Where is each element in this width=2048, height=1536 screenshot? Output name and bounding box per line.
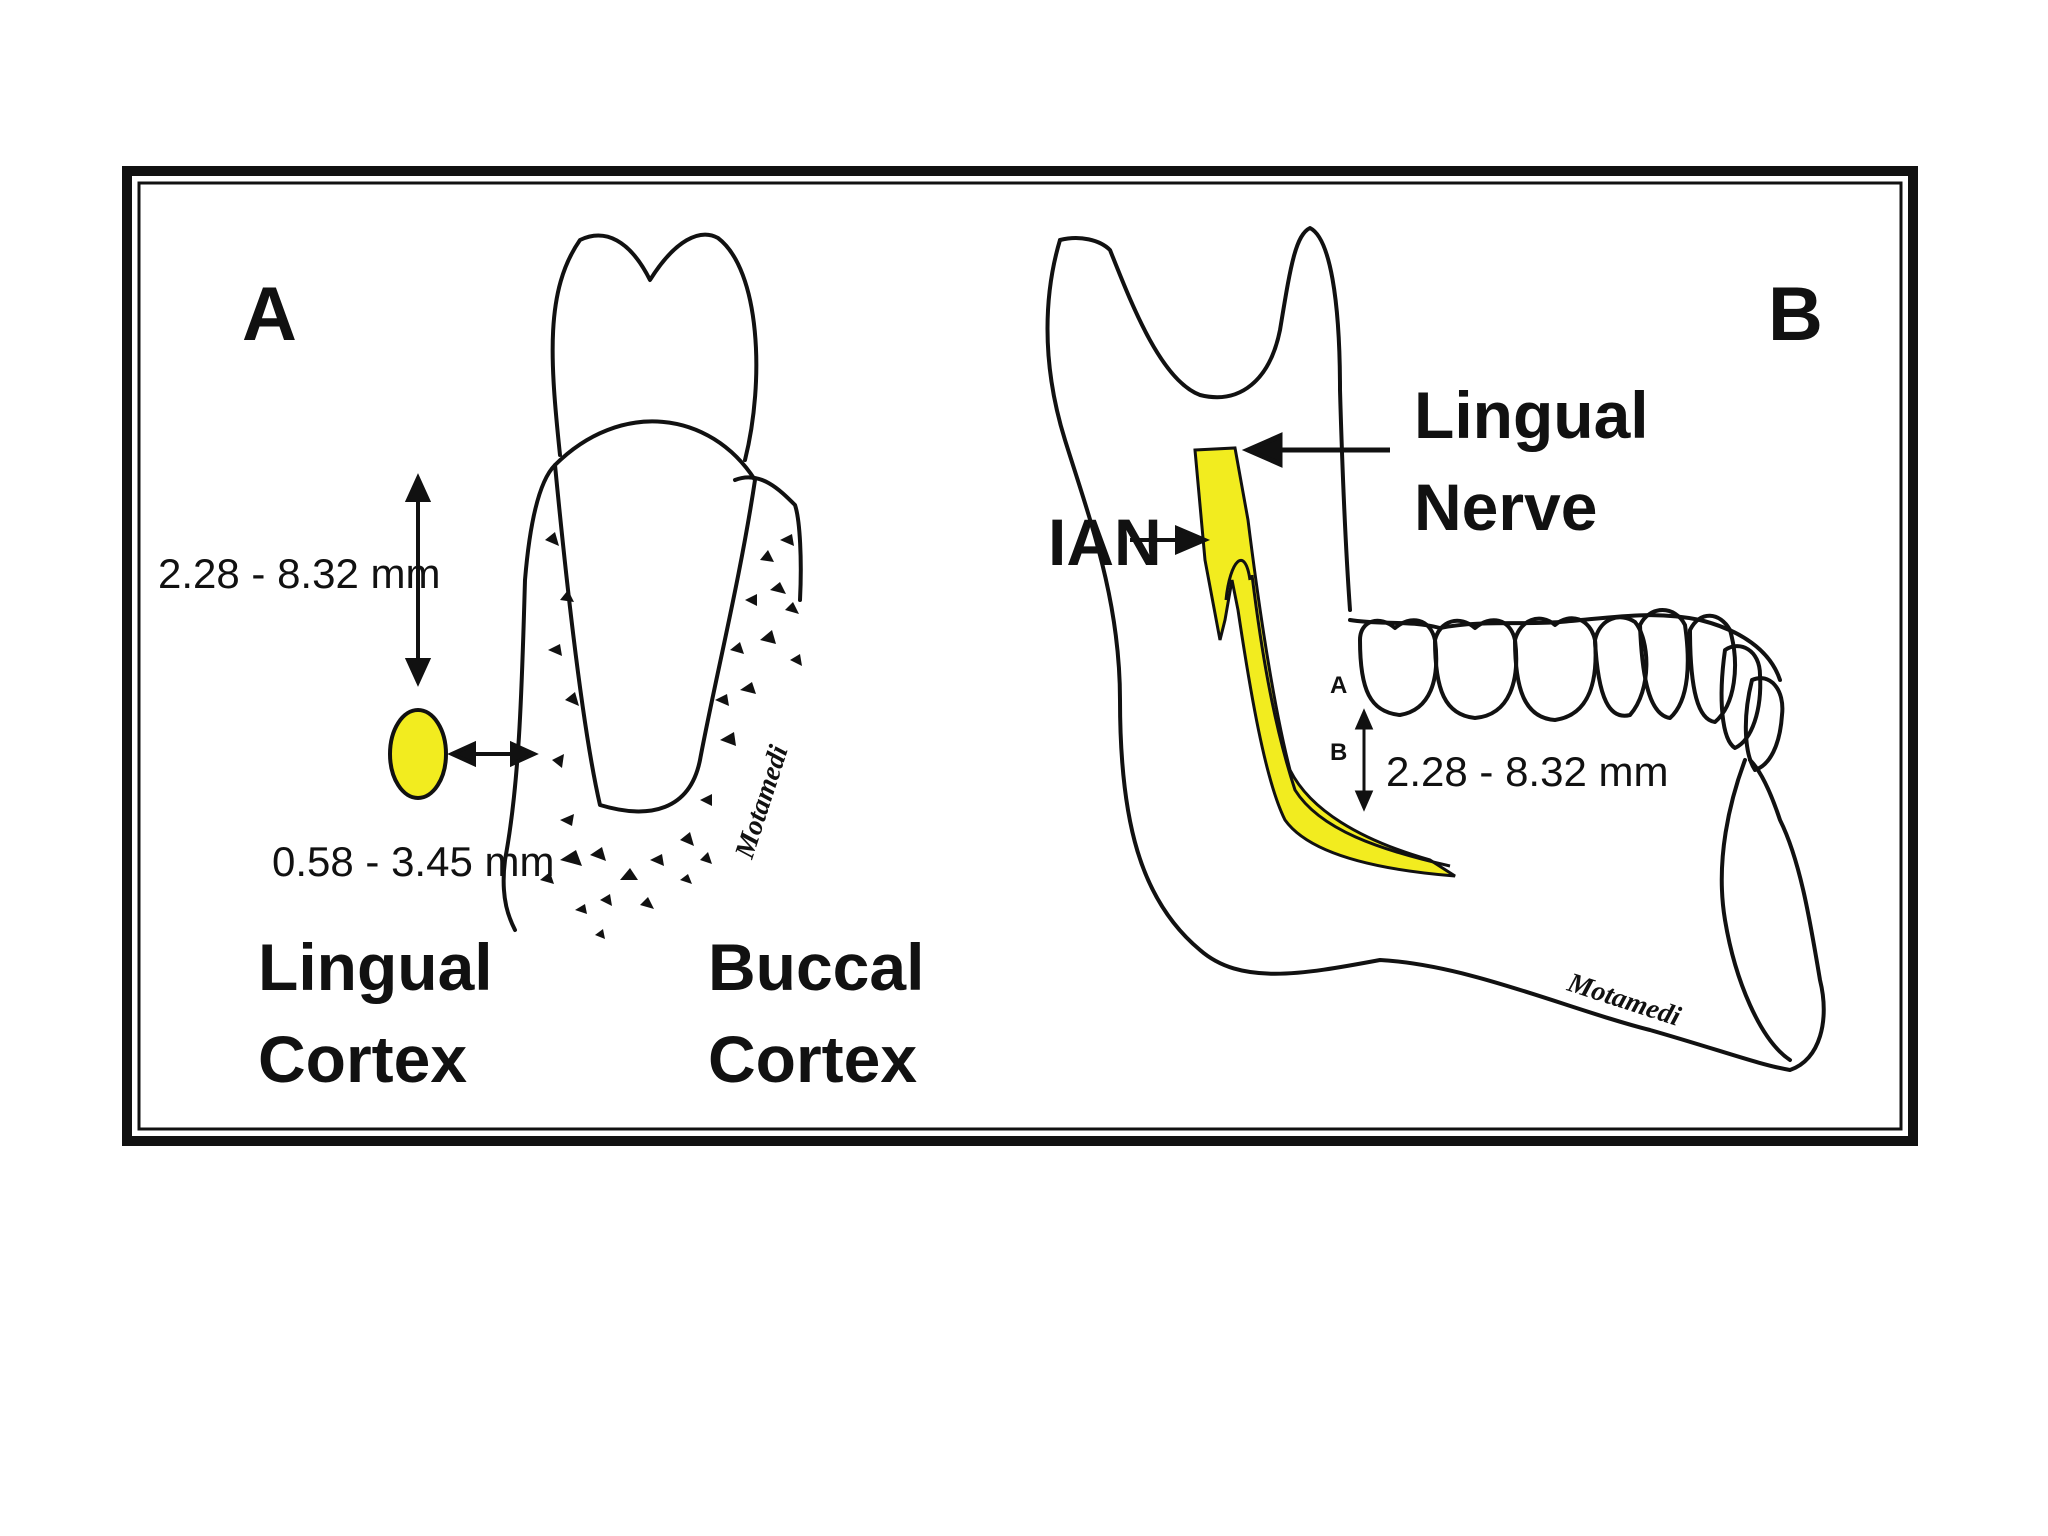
marker-b: B (1330, 739, 1347, 766)
lingual-cortex-line1: Lingual (258, 930, 493, 1004)
buccal-cortex-line2: Cortex (708, 1022, 917, 1096)
marker-a: A (1330, 672, 1347, 699)
lingual-nerve-line2: Nerve (1414, 470, 1597, 544)
measure-horizontal-label: 0.58 - 3.45 mm (272, 838, 554, 885)
lingual-nerve-line1: Lingual (1414, 378, 1649, 452)
nerve-cross-section (390, 710, 446, 798)
measure-vertical-label: 2.28 - 8.32 mm (158, 550, 440, 597)
canal-measure-label: 2.28 - 8.32 mm (1386, 748, 1668, 795)
panel-b-letter: B (1768, 272, 1823, 357)
lingual-cortex-line2: Cortex (258, 1022, 467, 1096)
ian-label: IAN (1048, 505, 1162, 579)
buccal-cortex-line1: Buccal (708, 930, 924, 1004)
panel-a-letter: A (242, 272, 297, 357)
